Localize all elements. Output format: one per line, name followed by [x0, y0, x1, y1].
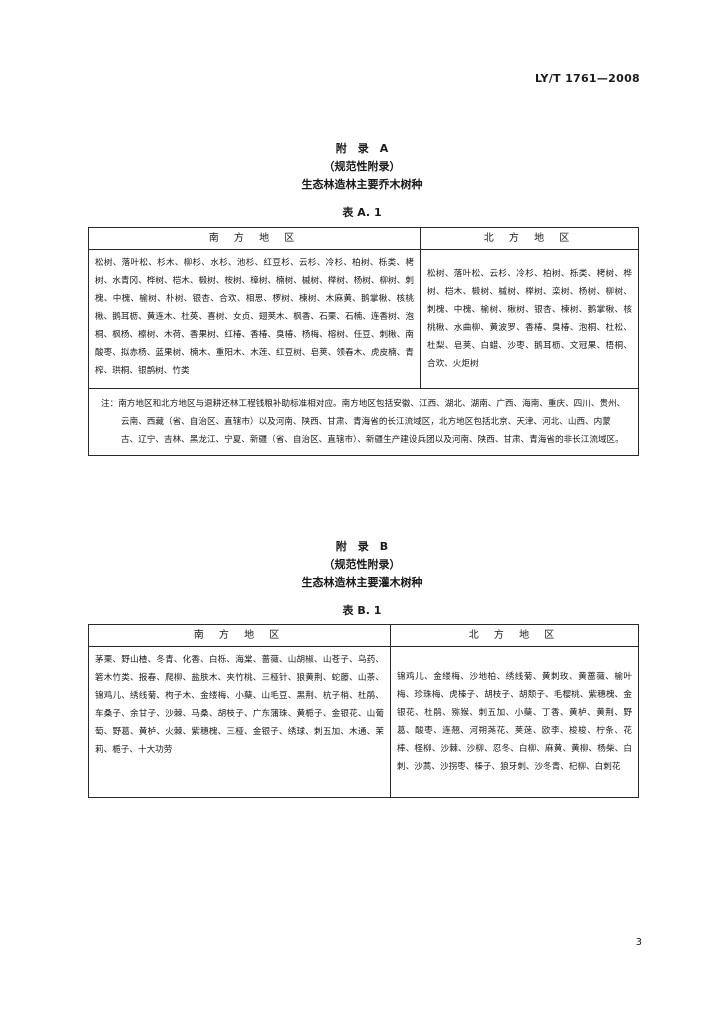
- appendix-a-label: 附 录 A: [335, 142, 389, 155]
- table-a1: 南 方 地 区 北 方 地 区 松树、落叶松、杉木、柳杉、水杉、池杉、红豆杉、云…: [88, 227, 639, 456]
- north-shrub-text: 锦鸡儿、金缕梅、沙地柏、绣线菊、黄刺玫、黄蔷薇、榆叶梅、珍珠梅、虎榛子、胡枝子、…: [397, 672, 632, 772]
- table-a1-row: 松树、落叶松、杉木、柳杉、水杉、池杉、红豆杉、云杉、冷杉、柏树、栎类、栲树、水青…: [89, 250, 638, 388]
- table-a1-header: 南 方 地 区 北 方 地 区: [89, 228, 638, 250]
- appendix-b-label: 附 录 B: [335, 540, 389, 553]
- table-a-caption: 表 A. 1: [342, 206, 382, 219]
- page-number: 3: [635, 937, 642, 948]
- table-b1-header: 南 方 地 区 北 方 地 区: [89, 625, 638, 647]
- south-species-cell: 松树、落叶松、杉木、柳杉、水杉、池杉、红豆杉、云杉、冷杉、柏树、栎类、栲树、水青…: [89, 250, 421, 388]
- north-species-text: 松树、落叶松、云杉、冷杉、柏树、栎类、栲树、桦树、桤木、椴树、槭树、榉树、栾树、…: [427, 269, 632, 369]
- col-north-header: 北 方 地 区: [483, 233, 576, 244]
- south-shrub-cell: 茅栗、野山楂、冬青、化香、白栎、海棠、蔷薇、山胡椒、山苍子、乌药、箬木竹类、报春…: [89, 647, 391, 797]
- table-a1-note: 注：南方地区和北方地区与退耕还林工程钱粮补助标准相对应。南方地区包括安徽、江西、…: [89, 388, 638, 455]
- north-species-cell: 松树、落叶松、云杉、冷杉、柏树、栎类、栲树、桦树、桤木、椴树、槭树、榉树、栾树、…: [421, 250, 638, 388]
- table-b1: 南 方 地 区 北 方 地 区 茅栗、野山楂、冬青、化香、白栎、海棠、蔷薇、山胡…: [88, 624, 639, 798]
- table-b1-row: 茅栗、野山楂、冬青、化香、白栎、海棠、蔷薇、山胡椒、山苍子、乌药、箬木竹类、报春…: [89, 647, 638, 797]
- appendix-b-type: （规范性附录）: [323, 558, 401, 571]
- col-north-header-b: 北 方 地 区: [468, 630, 561, 641]
- table-b-caption: 表 B. 1: [342, 604, 382, 617]
- appendix-b-title: 生态林造林主要灌木树种: [301, 576, 423, 589]
- north-shrub-cell: 锦鸡儿、金缕梅、沙地柏、绣线菊、黄刺玫、黄蔷薇、榆叶梅、珍珠梅、虎榛子、胡枝子、…: [391, 647, 638, 797]
- col-south-header: 南 方 地 区: [89, 228, 421, 249]
- col-south-header-b: 南 方 地 区: [89, 625, 391, 646]
- standard-code: LY/T 1761—2008: [534, 72, 640, 85]
- appendix-a-type: （规范性附录）: [323, 160, 401, 173]
- appendix-a-title: 生态林造林主要乔木树种: [301, 178, 423, 191]
